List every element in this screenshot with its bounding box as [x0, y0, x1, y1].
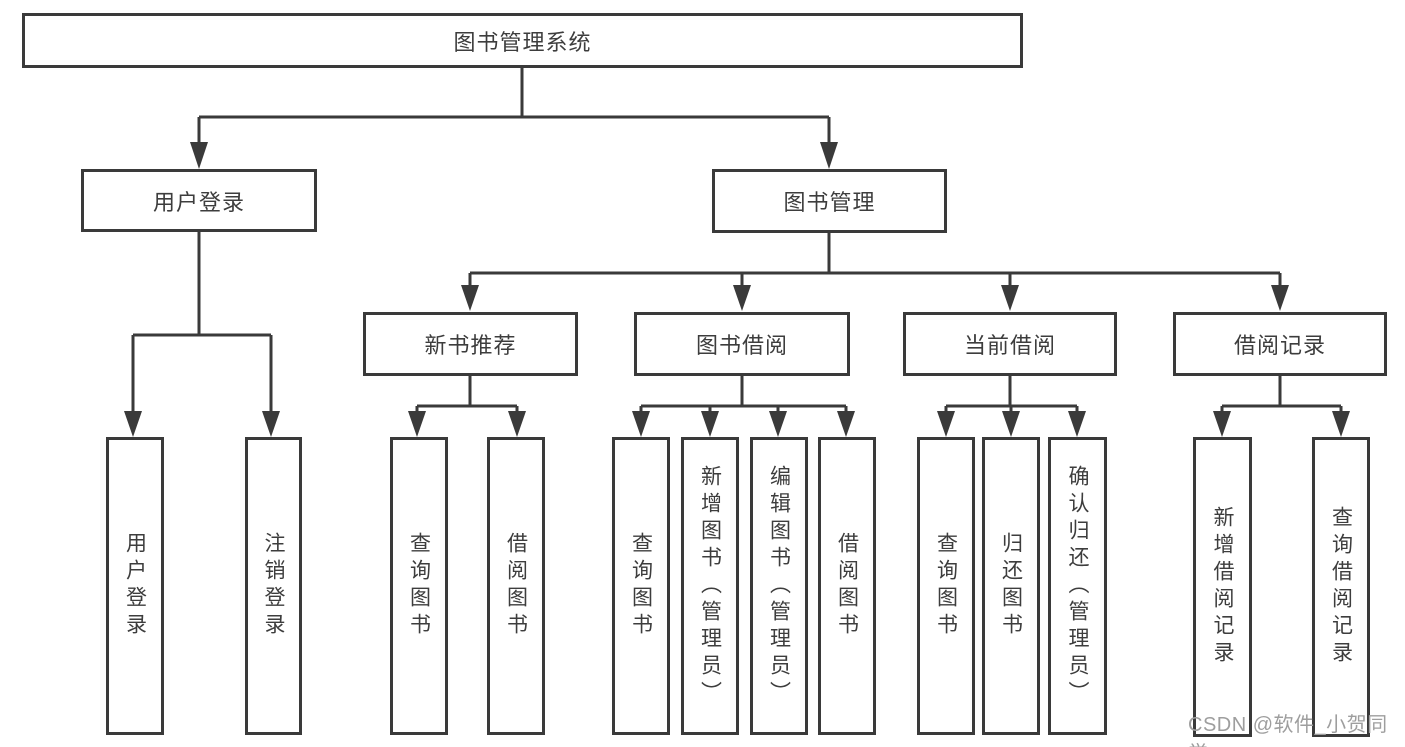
node-book-borrowing: 图书借阅 — [634, 312, 850, 376]
leaf-query-book-recommend: 查询图书 — [390, 437, 448, 735]
leaf-confirm-return-admin: 确认归还（管理员） — [1048, 437, 1107, 735]
leaf-return-book: 归还图书 — [982, 437, 1040, 735]
node-borrowing-records: 借阅记录 — [1173, 312, 1387, 376]
leaf-borrow-book-recommend: 借阅图书 — [487, 437, 545, 735]
node-current-borrowing: 当前借阅 — [903, 312, 1117, 376]
leaf-query-book-borrowing: 查询图书 — [612, 437, 670, 735]
leaf-query-borrow-record: 查询借阅记录 — [1312, 437, 1370, 737]
node-user-login: 用户登录 — [81, 169, 317, 232]
leaf-add-book-admin: 新增图书（管理员） — [681, 437, 739, 735]
node-library-system: 图书管理系统 — [22, 13, 1023, 68]
leaf-borrow-book: 借阅图书 — [818, 437, 876, 735]
node-book-management: 图书管理 — [712, 169, 947, 233]
leaf-user-login: 用户登录 — [106, 437, 164, 735]
leaf-query-book-current: 查询图书 — [917, 437, 975, 735]
node-new-book-recommend: 新书推荐 — [363, 312, 578, 376]
leaf-logout: 注销登录 — [245, 437, 302, 735]
leaf-edit-book-admin: 编辑图书（管理员） — [750, 437, 808, 735]
csdn-watermark: CSDN @软件_小贺同学 — [1188, 714, 1388, 747]
leaf-add-borrow-record: 新增借阅记录 — [1193, 437, 1252, 737]
